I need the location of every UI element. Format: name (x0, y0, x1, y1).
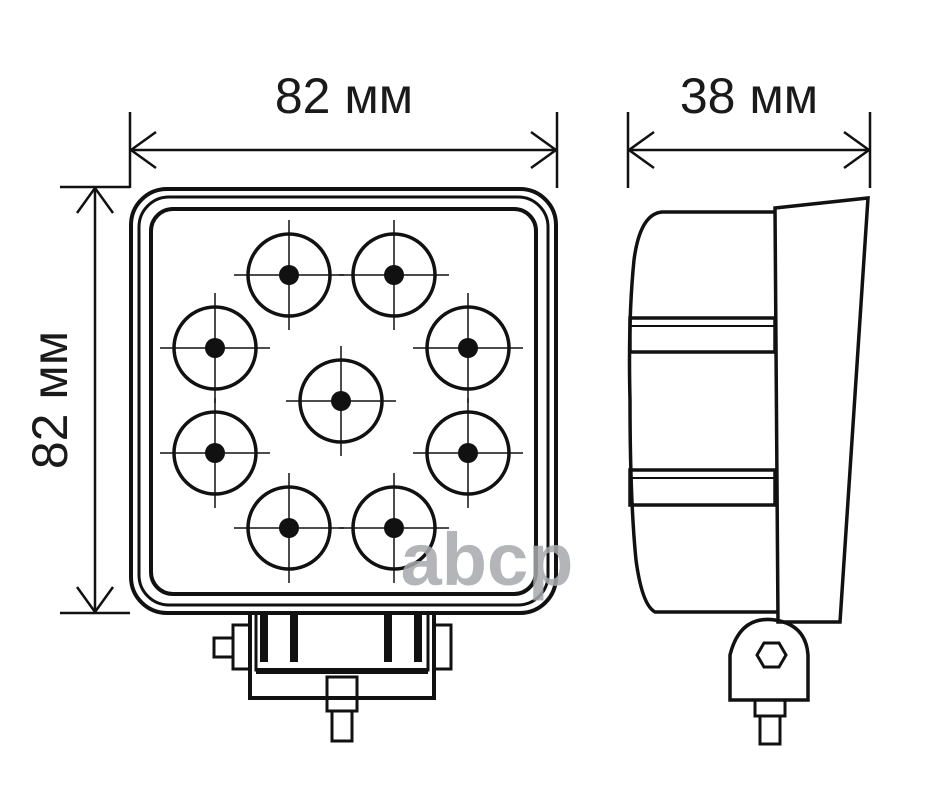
led-crosshair-icon (413, 398, 523, 508)
width-dimension-line (128, 112, 559, 188)
front-mount-bracket (212, 611, 453, 743)
led-crosshair-icon (339, 473, 449, 583)
depth-dimension-label: 38 мм (680, 68, 818, 124)
led-crosshair-icon (339, 220, 449, 330)
side-mount-bracket (728, 617, 810, 746)
height-dimension-line (60, 185, 130, 615)
depth-dimension-line (626, 112, 872, 188)
width-dimension-label: 82 мм (275, 68, 413, 124)
led-crosshair-icon (286, 346, 396, 456)
front-view (129, 187, 558, 743)
height-dimension-label: 82 мм (22, 331, 78, 469)
led-crosshair-icon (413, 293, 523, 403)
hex-nut-icon (755, 641, 788, 669)
side-view (627, 196, 870, 746)
abcp-watermark-logo: abcp (401, 518, 574, 601)
led-crosshair-icon (160, 293, 270, 403)
led-crosshair-icon (234, 220, 344, 330)
led-crosshair-icon (160, 398, 270, 508)
led-crosshair-icon (234, 473, 344, 583)
